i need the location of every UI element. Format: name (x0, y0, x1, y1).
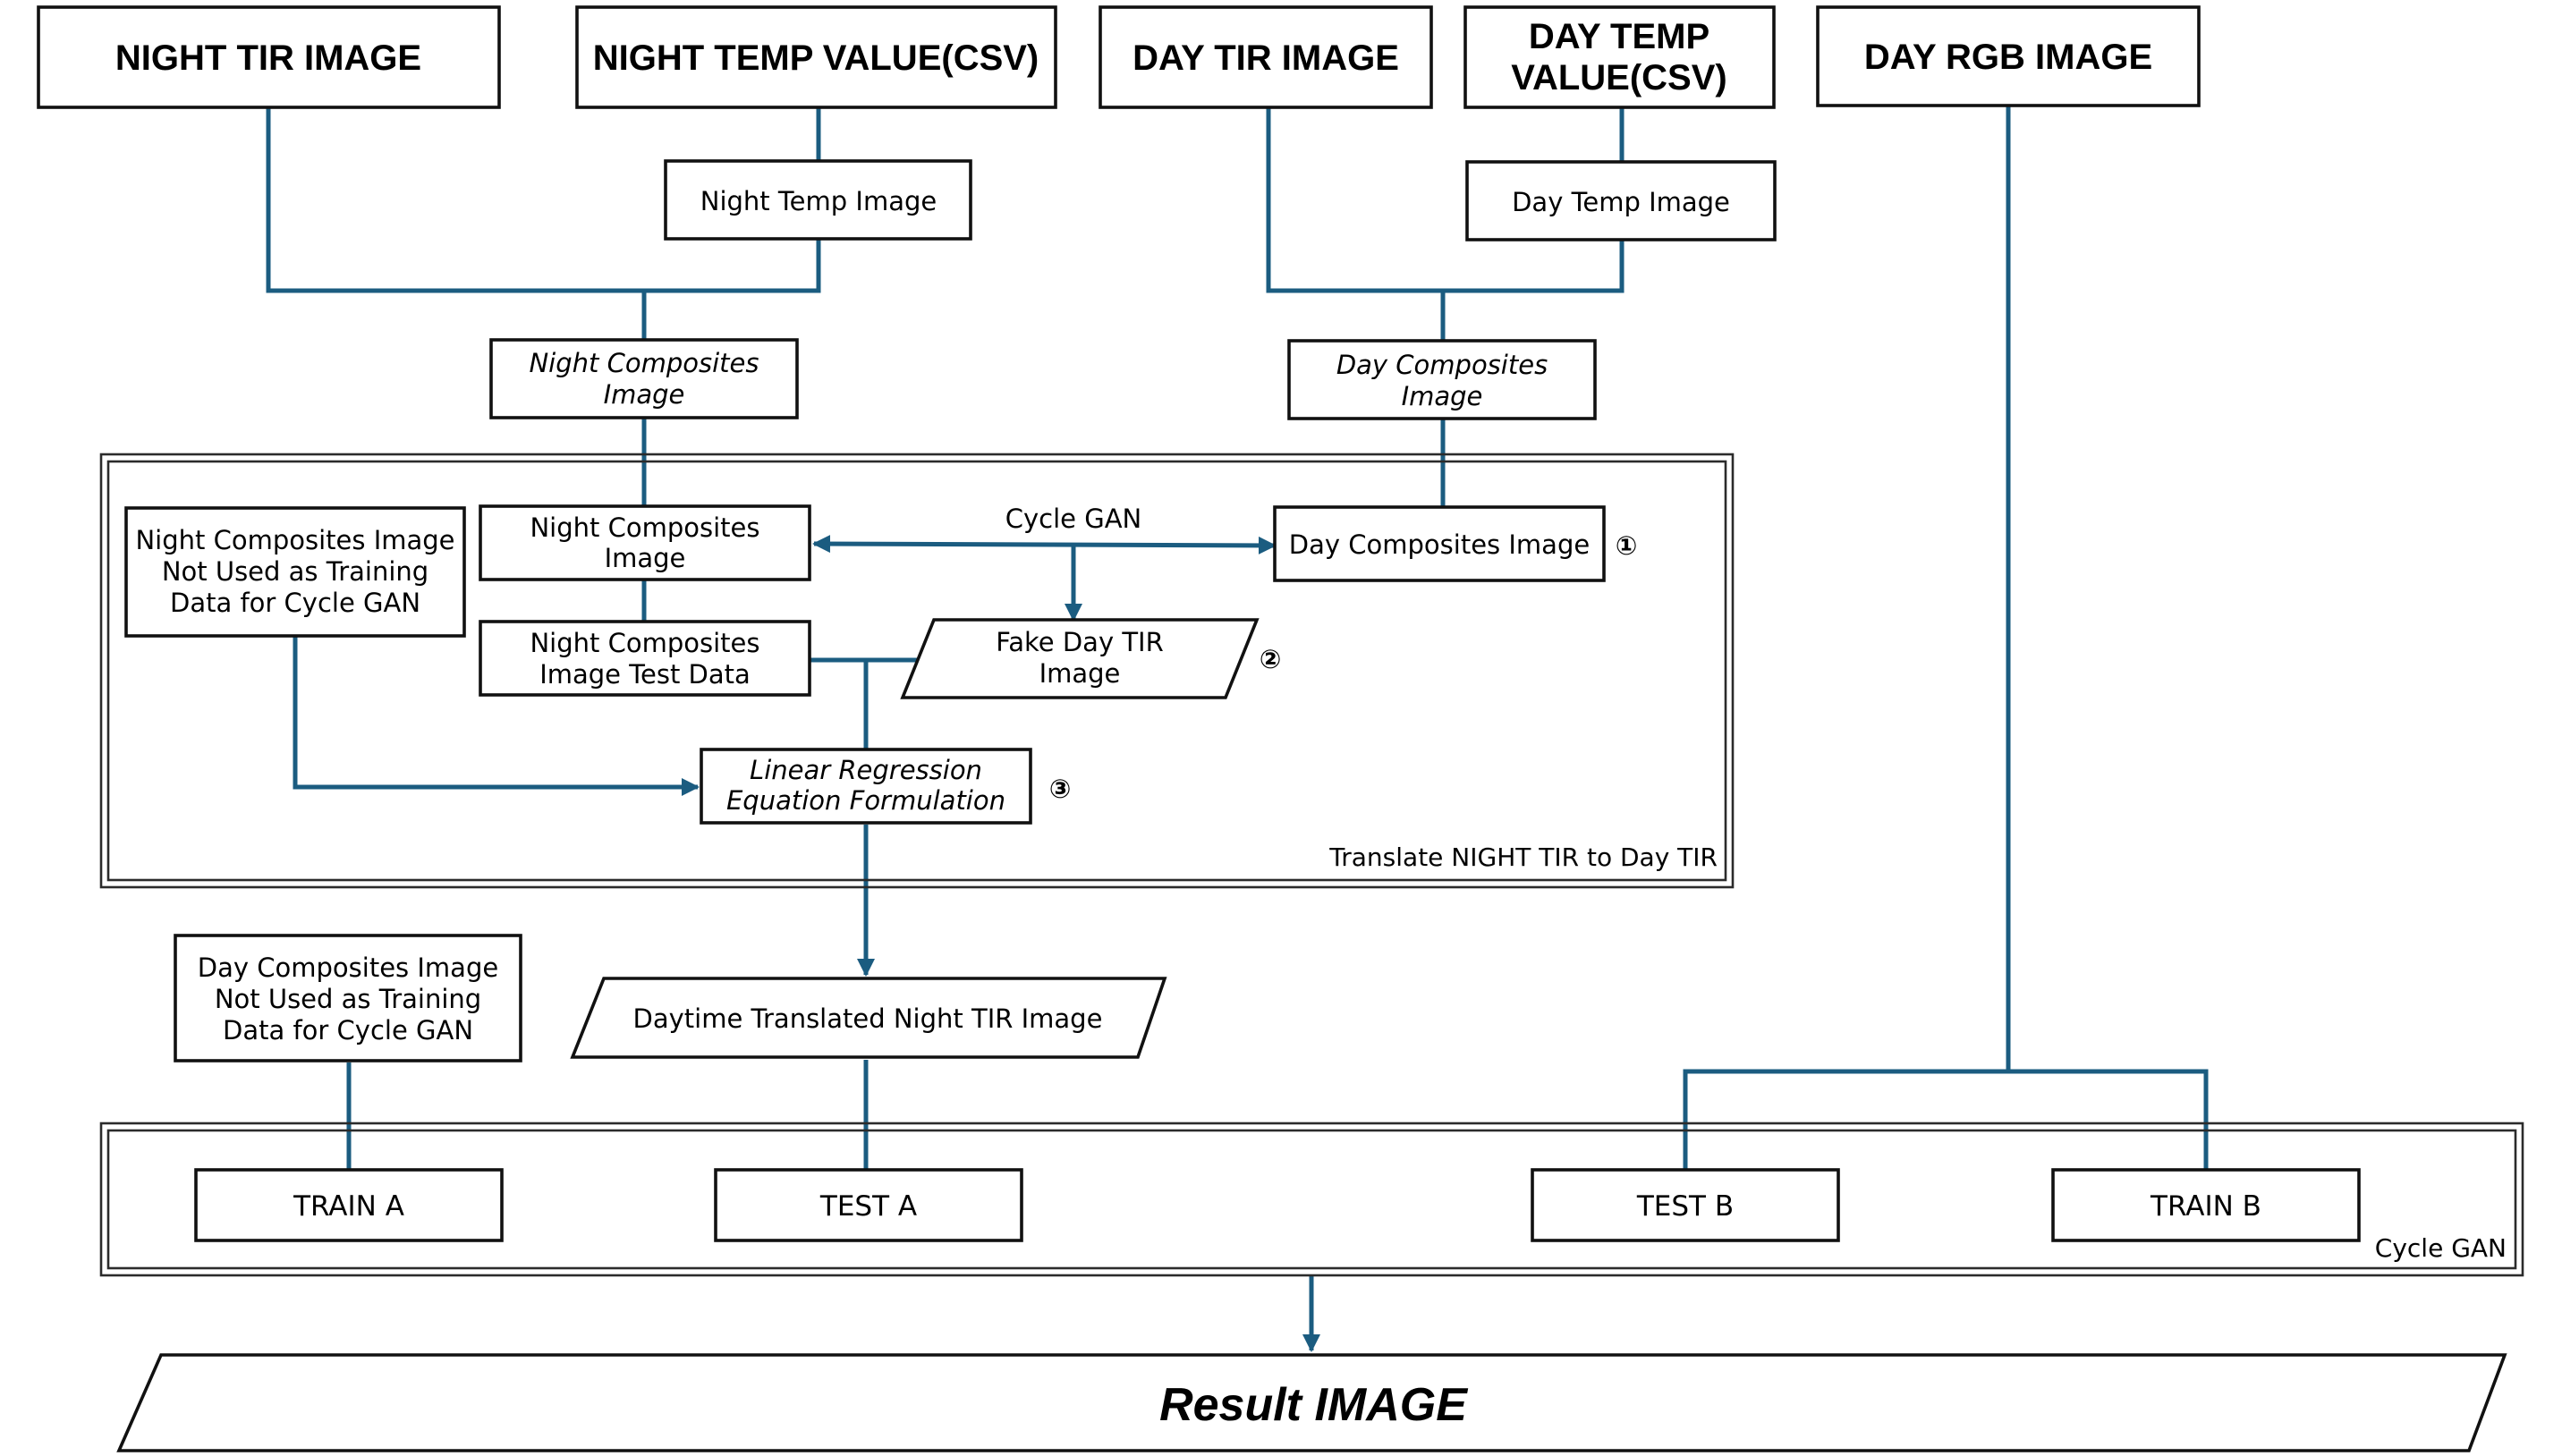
svg-text:Equation Formulation: Equation Formulation (726, 785, 1005, 816)
cyclegan-section-label: Cycle GAN (2375, 1233, 2507, 1263)
daytime-translated-box: Daytime Translated Night TIR Image (570, 977, 1167, 1059)
day-temp-csv-box: DAY TEMP VALUE(CSV) (1463, 5, 1776, 109)
marker-3: ③ (1049, 774, 1072, 804)
train-b-box: TRAIN B (2051, 1168, 2361, 1242)
fake-day-tir-box: Fake Day TIR Image (900, 618, 1260, 699)
svg-text:Image: Image (605, 543, 686, 573)
train-a-box: TRAIN A (194, 1168, 504, 1242)
svg-text:Night Temp Image: Night Temp Image (700, 186, 937, 216)
day-composites-box: Day Composites Image (1287, 339, 1597, 420)
svg-text:Night Composites: Night Composites (530, 512, 759, 543)
svg-text:TEST A: TEST A (819, 1190, 917, 1223)
svg-text:Not Used as Training: Not Used as Training (162, 556, 428, 587)
night-temp-csv-box: NIGHT TEMP VALUE(CSV) (575, 5, 1057, 109)
svg-text:Day Composites Image: Day Composites Image (198, 952, 498, 983)
night-composites-box: Night Composites Image (489, 338, 799, 419)
connector-cycle-gan (812, 535, 1277, 554)
connector-night-tir (266, 107, 821, 293)
svg-text:Night Composites: Night Composites (529, 348, 759, 378)
night-comp-image-box: Night Composites Image (479, 504, 811, 581)
not-used-day-box: Day Composites Image Not Used as Trainin… (174, 934, 522, 1062)
night-test-data-box: Night Composites Image Test Data (479, 620, 811, 697)
svg-text:Night Composites: Night Composites (530, 628, 759, 658)
result-image-box: Result IMAGE (116, 1353, 2507, 1452)
svg-text:Day Temp Image: Day Temp Image (1512, 187, 1730, 217)
marker-2: ② (1260, 644, 1282, 674)
test-a-box: TEST A (714, 1168, 1023, 1242)
translate-section-label: Translate NIGHT TIR to Day TIR (1328, 842, 1718, 872)
svg-text:Not Used as Training: Not Used as Training (215, 984, 481, 1014)
translate-section: Translate NIGHT TIR to Day TIR (99, 453, 1735, 889)
svg-text:Image Test Data: Image Test Data (539, 659, 751, 690)
svg-text:VALUE(CSV): VALUE(CSV) (1511, 58, 1726, 97)
svg-text:Linear Regression: Linear Regression (750, 755, 982, 785)
svg-text:Image: Image (604, 379, 685, 410)
svg-text:NIGHT TEMP VALUE(CSV): NIGHT TEMP VALUE(CSV) (593, 38, 1039, 78)
cycle-gan-label: Cycle GAN (1005, 504, 1141, 534)
connector-not-used-night (293, 637, 700, 796)
test-b-box: TEST B (1531, 1168, 1840, 1242)
svg-text:TEST B: TEST B (1636, 1190, 1734, 1223)
connectors (266, 106, 2209, 1352)
svg-text:Data for Cycle GAN: Data for Cycle GAN (223, 1015, 473, 1045)
day-rgb-box: DAY RGB IMAGE (1816, 5, 2201, 107)
svg-text:DAY TEMP: DAY TEMP (1529, 17, 1709, 56)
svg-text:TRAIN B: TRAIN B (2150, 1190, 2261, 1223)
cyclegan-section: Cycle GAN (99, 1122, 2524, 1277)
svg-text:TRAIN A: TRAIN A (293, 1190, 404, 1223)
svg-text:Night Composites Image: Night Composites Image (135, 525, 454, 555)
day-comp-image-box: Day Composites Image (1273, 505, 1606, 582)
svg-text:Day Composites Image: Day Composites Image (1289, 529, 1590, 560)
svg-text:Data for Cycle GAN: Data for Cycle GAN (170, 588, 420, 618)
svg-text:Result IMAGE: Result IMAGE (1159, 1379, 1468, 1431)
svg-text:Image: Image (1039, 658, 1121, 689)
svg-text:DAY TIR IMAGE: DAY TIR IMAGE (1133, 38, 1399, 78)
svg-text:Daytime Translated Night TIR I: Daytime Translated Night TIR Image (633, 1003, 1103, 1034)
day-tir-box: DAY TIR IMAGE (1099, 5, 1433, 109)
svg-text:Fake Day TIR: Fake Day TIR (996, 627, 1164, 657)
night-temp-image-box: Night Temp Image (664, 159, 972, 241)
connector-rgb-split (1683, 1069, 2209, 1170)
svg-text:DAY RGB IMAGE: DAY RGB IMAGE (1864, 38, 2152, 77)
linear-regression-box: Linear Regression Equation Formulation (700, 748, 1032, 825)
night-tir-box: NIGHT TIR IMAGE (37, 5, 501, 109)
svg-text:Image: Image (1402, 381, 1483, 411)
marker-1: ① (1616, 530, 1638, 561)
svg-text:NIGHT TIR IMAGE: NIGHT TIR IMAGE (115, 38, 421, 78)
not-used-night-box: Night Composites Image Not Used as Train… (124, 506, 466, 638)
svg-text:Day Composites: Day Composites (1336, 350, 1548, 380)
day-temp-image-box: Day Temp Image (1465, 160, 1777, 241)
